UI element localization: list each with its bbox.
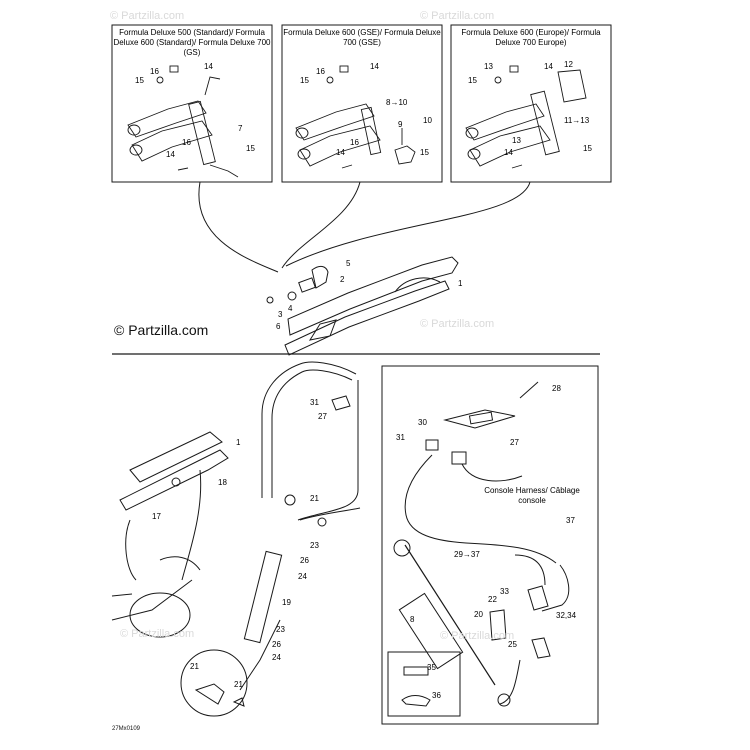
part-label: 21 [234, 680, 243, 689]
part-label: 14 [204, 62, 213, 71]
part-label: 28 [552, 384, 561, 393]
console-harness-callout: Console Harness/ Câblage console [484, 486, 580, 505]
part-label: 15 [420, 148, 429, 157]
part-label: 36 [432, 691, 441, 700]
part-label: 16 [150, 67, 159, 76]
part-label: 15 [468, 76, 477, 85]
part-label: 15 [583, 144, 592, 153]
part-label: 22 [488, 595, 497, 604]
part-label: 14 [166, 150, 175, 159]
steering-assembly [266, 256, 459, 356]
part-label: 16 [182, 138, 191, 147]
part-label: 24 [272, 653, 281, 662]
part-label: 19 [282, 598, 291, 607]
part-label: 32,34 [556, 611, 577, 620]
inset-1-drawing [127, 65, 239, 178]
strap-box [387, 651, 461, 717]
part-label: 13 [484, 62, 493, 71]
part-label: 13 [512, 136, 521, 145]
watermark-text: © Partzilla.com [110, 10, 185, 22]
part-label: 8 [410, 615, 415, 624]
part-label: 30 [418, 418, 427, 427]
part-label: 27 [510, 438, 519, 447]
part-label: 20 [474, 610, 483, 619]
part-label: 27 [318, 412, 327, 421]
part-label: 12 [564, 60, 573, 69]
part-label: 7 [238, 124, 243, 133]
part-label: 24 [298, 572, 307, 581]
part-label: 4 [288, 304, 293, 313]
ski-frame [111, 431, 248, 717]
part-label: 3 [278, 310, 283, 319]
part-label: 1 [236, 438, 241, 447]
part-label: 11→13 [564, 116, 590, 125]
part-label: 17 [152, 512, 161, 521]
inset-box-1 [111, 24, 273, 183]
part-label: 25 [508, 640, 517, 649]
part-label: 5 [346, 259, 351, 268]
part-label: 21 [310, 494, 319, 503]
part-label: 31 [396, 433, 405, 442]
right-panel [381, 365, 599, 725]
inset-3-drawing [465, 65, 587, 169]
inset-3-title: Formula Deluxe 600 (Europe)/ Formula Del… [461, 28, 601, 47]
part-label: 14 [336, 148, 345, 157]
part-label: 26 [300, 556, 309, 565]
watermark-text: © Partzilla.com [440, 630, 515, 642]
part-label: 37 [566, 516, 575, 525]
part-label: 8→10 [386, 98, 408, 107]
watermark-text: © Partzilla.com [420, 318, 495, 330]
part-label: 21 [190, 662, 199, 671]
inset-2-drawing [295, 65, 416, 169]
part-label: 9 [398, 120, 403, 129]
part-label: 6 [276, 322, 281, 331]
part-label: 2 [340, 275, 345, 284]
part-label: 16 [316, 67, 325, 76]
part-label: 23 [276, 625, 285, 634]
harness-and-shock [393, 381, 570, 707]
part-label: 31 [310, 398, 319, 407]
inset-1-title: Formula Deluxe 500 (Standard)/ Formula D… [113, 28, 271, 57]
watermark-text: © Partzilla.com [120, 628, 195, 640]
inset-2-title: Formula Deluxe 600 (GSE)/ Formula Deluxe… [283, 28, 441, 47]
watermark-text: © Partzilla.com [420, 10, 495, 22]
part-label: 23 [310, 541, 319, 550]
inset-box-2 [281, 24, 443, 183]
part-label: 14 [370, 62, 379, 71]
part-label: 18 [218, 478, 227, 487]
part-label: 35 [427, 663, 436, 672]
part-label: 26 [272, 640, 281, 649]
part-label: 10 [423, 116, 432, 125]
part-label: 15 [246, 144, 255, 153]
part-label: 1 [458, 279, 463, 288]
part-label: 15 [300, 76, 309, 85]
handlebar-frame [239, 361, 361, 691]
figure-code: 27Mx0109 [112, 726, 141, 732]
part-label: 14 [544, 62, 553, 71]
part-label: 16 [350, 138, 359, 147]
inset-box-3 [450, 24, 612, 183]
part-label: 33 [500, 587, 509, 596]
part-label: 15 [135, 76, 144, 85]
brand-mark: © Partzilla.com [114, 322, 209, 338]
part-label: 29→37 [454, 550, 480, 559]
part-label: 14 [504, 148, 513, 157]
